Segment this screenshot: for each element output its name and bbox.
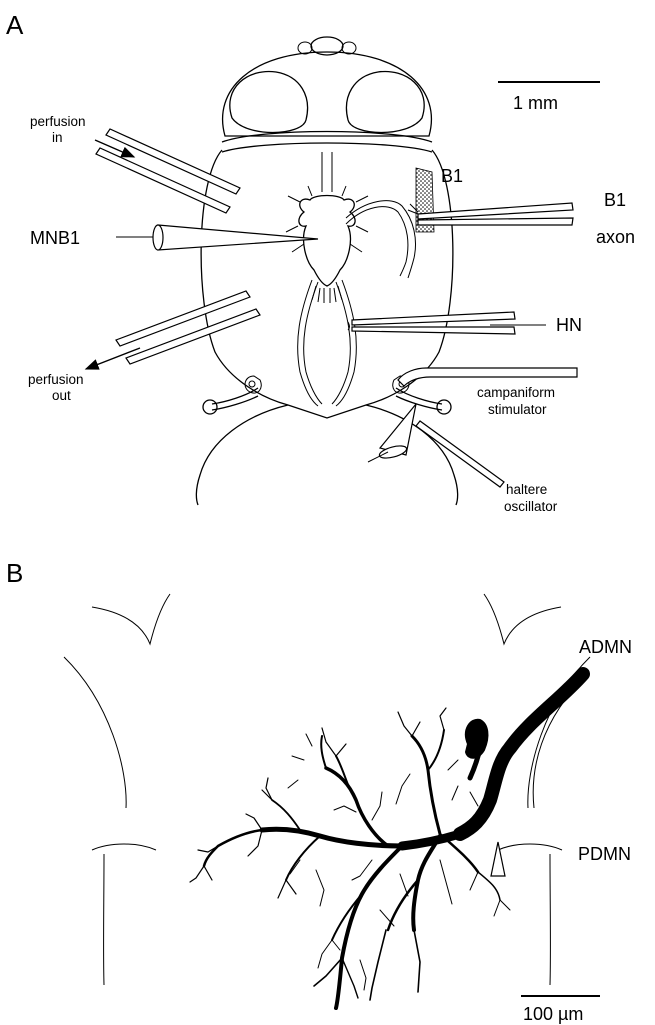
ventral-ganglion [286,152,416,406]
ganglion-outline [64,594,590,985]
scale-bar-100um: 100 µm [521,996,600,1024]
scale-bar-1mm: 1 mm [498,82,600,113]
label-perfusion-in-1: perfusion [30,114,86,129]
scale-bar-100um-label: 100 µm [523,1004,583,1024]
label-haltere-2: oscillator [504,499,558,514]
arrowhead-indicator [491,842,505,876]
label-perfusion-out-1: perfusion [28,372,84,387]
label-campaniform-1: campaniform [477,385,555,400]
label-b1: B1 [441,166,463,186]
scale-bar-1mm-label: 1 mm [513,93,558,113]
label-hn: HN [556,315,582,335]
panel-a-label: A [6,10,24,40]
campaniform-stimulator[interactable] [398,368,577,386]
label-perfusion-in-2: in [52,130,63,145]
label-admn: ADMN [579,637,632,657]
label-b1-axon-2: axon [596,227,635,247]
perfusion-in-tubes[interactable] [95,129,240,213]
perfusion-out-tubes[interactable] [86,291,260,369]
label-pdmn: PDMN [578,844,631,864]
panel-b-label: B [6,558,23,588]
label-haltere-1: haltere [506,482,547,497]
b1-motor-neuron [190,674,583,1008]
label-b1-axon-1: B1 [604,190,626,210]
label-perfusion-out-2: out [52,388,71,403]
label-campaniform-2: stimulator [488,402,547,417]
mnb1-electrode[interactable] [116,225,318,250]
fly-head [222,37,432,152]
label-mnb1: MNB1 [30,228,80,248]
haltere-left [203,376,261,414]
haltere-oscillator[interactable] [368,404,504,487]
